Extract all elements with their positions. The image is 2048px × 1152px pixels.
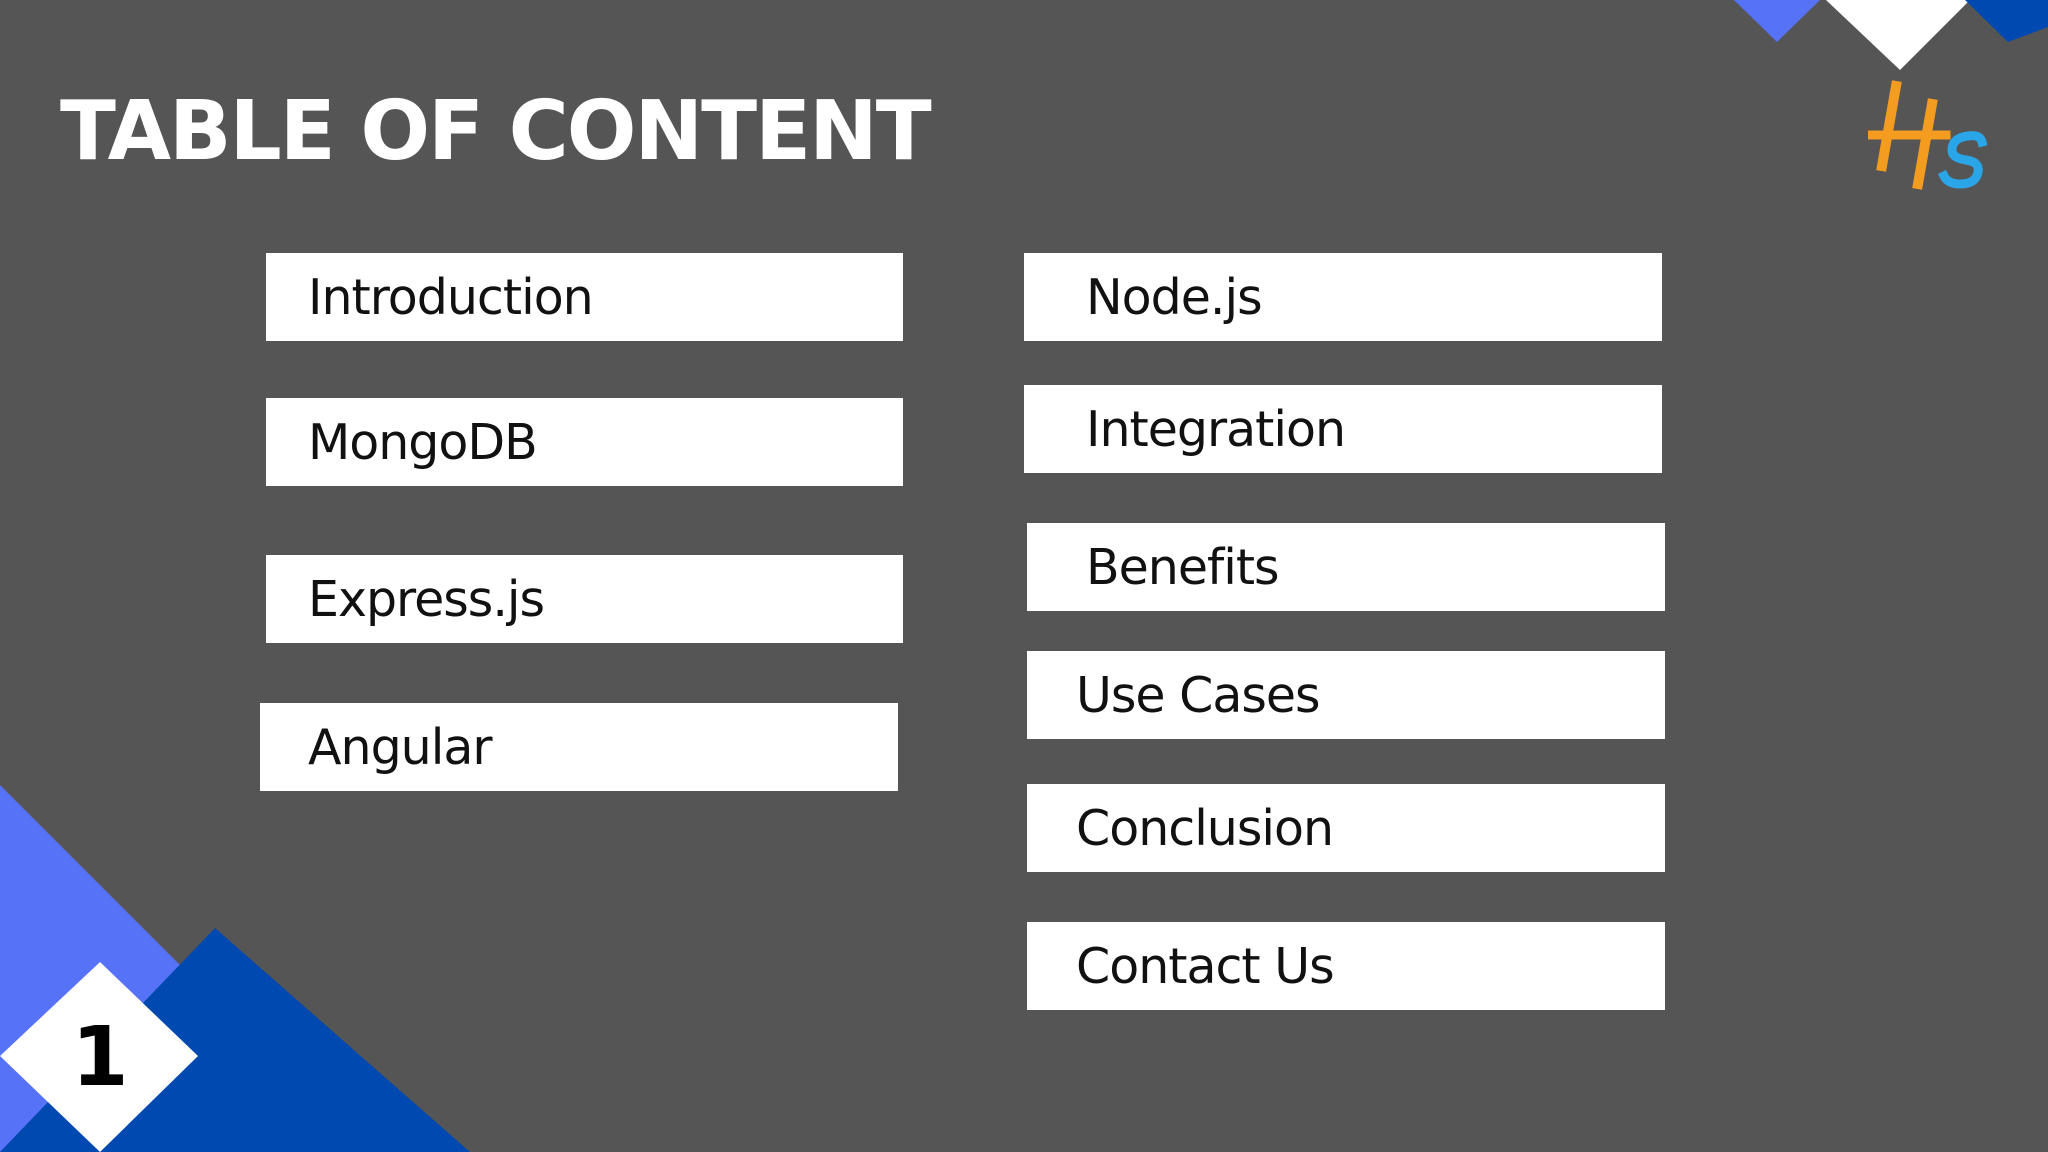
page-number: 1 — [71, 1010, 129, 1105]
hs-logo — [1868, 80, 1988, 190]
logo-h-left-stroke — [1876, 80, 1902, 172]
toc-item-label: Use Cases — [1076, 666, 1321, 724]
toc-item-label: Benefits — [1086, 538, 1280, 596]
logo-h-right-stroke — [1912, 98, 1938, 190]
toc-item-label: Contact Us — [1076, 937, 1335, 995]
toc-item-use-cases[interactable]: Use Cases — [1027, 651, 1665, 739]
toc-item-label: MongoDB — [308, 413, 538, 471]
toc-item-label: Node.js — [1086, 268, 1263, 326]
top-right-dark-blue-triangle — [1965, 0, 2048, 42]
toc-item-introduction[interactable]: Introduction — [266, 253, 903, 341]
logo-s — [1937, 131, 1988, 189]
toc-item-label: Express.js — [308, 570, 545, 628]
toc-item-contact-us[interactable]: Contact Us — [1027, 922, 1665, 1010]
toc-item-angular[interactable]: Angular — [260, 703, 898, 791]
toc-item-node[interactable]: Node.js — [1024, 253, 1662, 341]
toc-item-label: Introduction — [308, 268, 594, 326]
toc-item-conclusion[interactable]: Conclusion — [1027, 784, 1665, 872]
top-right-light-blue-triangle — [1734, 0, 1820, 42]
toc-item-benefits[interactable]: Benefits — [1027, 523, 1665, 611]
toc-item-integration[interactable]: Integration — [1024, 385, 1662, 473]
toc-item-label: Integration — [1086, 400, 1346, 458]
top-right-white-triangle — [1826, 0, 1970, 70]
page-title: TABLE OF CONTENT — [60, 84, 932, 179]
bottom-left-light-blue-triangle — [0, 785, 367, 1152]
toc-item-label: Conclusion — [1076, 799, 1334, 857]
toc-item-express[interactable]: Express.js — [266, 555, 903, 643]
toc-item-label: Angular — [308, 718, 493, 776]
toc-item-mongodb[interactable]: MongoDB — [266, 398, 903, 486]
